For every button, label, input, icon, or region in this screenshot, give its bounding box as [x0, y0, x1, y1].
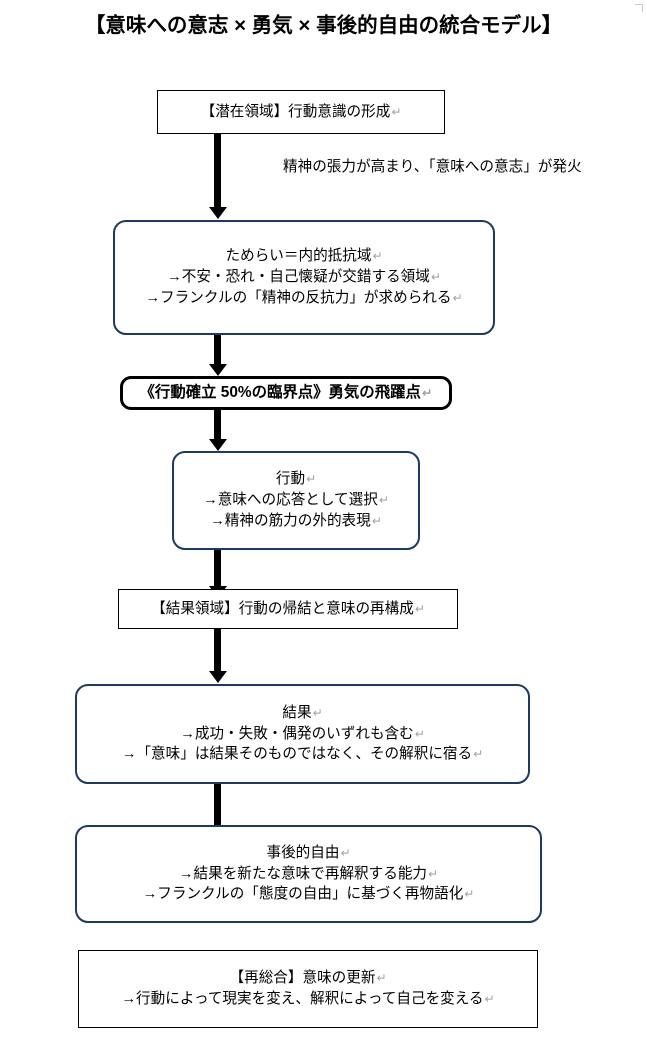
pilcrow-icon: ↵	[414, 726, 425, 741]
arrow-result-to-posterior-freedom	[214, 784, 221, 826]
pilcrow-icon: ↵	[464, 887, 475, 902]
node-resynthesis-line-1: →行動によって現実を変え、解釈によって自己を変える↵	[121, 991, 495, 1007]
node-posterior-freedom: 事後的自由↵ →結果を新たな意味で再解釈する能力↵ →フランクルの「態度の自由」…	[75, 825, 542, 923]
node-posterior-freedom-line-1: →結果を新たな意味で再解釈する能力↵	[178, 865, 439, 882]
node-action-line-2: →精神の筋力の外的表現↵	[210, 512, 382, 529]
pilcrow-icon: ↵	[452, 290, 463, 305]
pilcrow-icon: ↵	[428, 866, 439, 881]
node-posterior-freedom-line-2: →フランクルの「態度の自由」に基づく再物語化↵	[142, 886, 475, 903]
pilcrow-icon: ↵	[378, 493, 389, 508]
node-critical-point: 《行動確立 50%の臨界点》勇気の飛躍点↵	[120, 376, 452, 410]
pilcrow-icon: ↵	[421, 386, 433, 401]
pilcrow-icon: ↵	[306, 472, 317, 487]
node-hesitation-line-2: →フランクルの「精神の反抗力」が求められる↵	[145, 289, 463, 306]
pilcrow-icon: ↵	[473, 747, 484, 762]
node-action-line-0: 行動↵	[275, 471, 317, 488]
pilcrow-icon: ↵	[430, 270, 441, 285]
node-latent-domain-line-0: 【潜在領域】行動意識の形成↵	[200, 103, 402, 120]
node-result-line-0: 結果↵	[282, 704, 323, 721]
node-resynthesis-line-0: 【再総合】意味の更新↵	[229, 970, 387, 987]
arrow-latent-to-hesitation	[214, 134, 221, 208]
node-result: 結果↵ →成功・失敗・偶発のいずれも含む↵ →「意味」は結果そのものではなく、そ…	[75, 684, 530, 784]
node-resynthesis: 【再総合】意味の更新↵ →行動によって現実を変え、解釈によって自己を変える↵	[78, 950, 538, 1028]
pilcrow-icon: ↵	[371, 513, 382, 528]
node-posterior-freedom-line-0: 事後的自由↵	[266, 844, 351, 861]
node-result-line-1: →成功・失敗・偶発のいずれも含む↵	[180, 725, 425, 742]
page-corner-mark	[635, 4, 643, 12]
node-hesitation-line-0: ためらい＝内的抵抗域↵	[225, 248, 383, 265]
arrow-hesitation-to-critical	[214, 335, 221, 365]
node-result-line-2: →「意味」は結果そのものではなく、その解釈に宿る↵	[121, 746, 484, 763]
arrow-action-to-result-domain	[214, 550, 221, 587]
node-action-line-1: →意味への応答として選択↵	[203, 492, 389, 509]
arrow-result-domain-to-result	[214, 629, 221, 672]
pilcrow-icon: ↵	[312, 705, 323, 720]
node-critical-point-line-0: 《行動確立 50%の臨界点》勇気の飛躍点↵	[139, 384, 433, 402]
node-hesitation: ためらい＝内的抵抗域↵ →不安・恐れ・自己懐疑が交錯する領域↵ →フランクルの「…	[113, 220, 495, 335]
pilcrow-icon: ↵	[376, 971, 387, 986]
node-hesitation-line-1: →不安・恐れ・自己懐疑が交錯する領域↵	[167, 269, 441, 286]
tension-annotation: 精神の張力が高まり、「意味への意志」が発火	[283, 159, 582, 175]
node-result-domain: 【結果領域】行動の帰結と意味の再構成↵	[118, 589, 458, 629]
pilcrow-icon: ↵	[391, 104, 402, 119]
pilcrow-icon: ↵	[414, 601, 425, 616]
pilcrow-icon: ↵	[484, 992, 495, 1006]
page-title: 【意味への意志 × 勇気 × 事後的自由の統合モデル】	[84, 14, 563, 37]
arrow-critical-to-action	[214, 410, 221, 440]
pilcrow-icon: ↵	[372, 249, 383, 264]
node-result-domain-line-0: 【結果領域】行動の帰結と意味の再構成↵	[151, 600, 425, 617]
pilcrow-icon: ↵	[340, 845, 351, 860]
node-latent-domain: 【潜在領域】行動意識の形成↵	[157, 90, 445, 134]
node-action: 行動↵ →意味への応答として選択↵ →精神の筋力の外的表現↵	[172, 451, 420, 550]
